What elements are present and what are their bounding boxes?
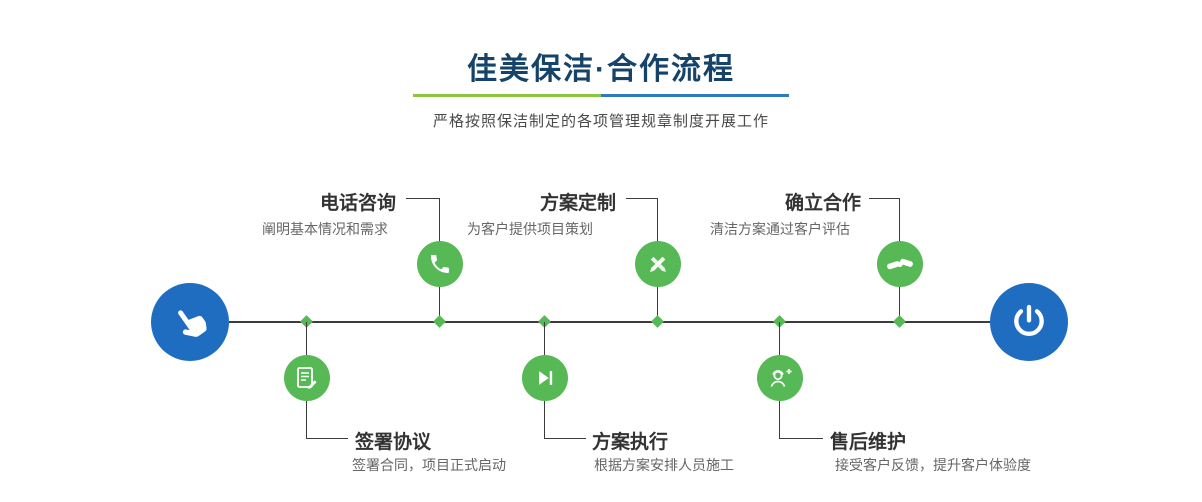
connector-line: [544, 401, 545, 438]
connector-line: [306, 401, 307, 438]
play-forward-icon: [539, 371, 553, 385]
power-icon: [1014, 304, 1044, 336]
step-title: 签署协议: [355, 432, 432, 453]
end-node: [990, 283, 1068, 361]
connector-line: [439, 198, 440, 241]
connector-line: [439, 287, 440, 321]
step-icon-circle: [877, 241, 923, 287]
connector-line: [779, 401, 780, 438]
timeline-diamond: [893, 315, 906, 328]
timeline-diamond: [651, 315, 664, 328]
customer-service-icon: [770, 369, 792, 387]
connector-line: [657, 287, 658, 321]
design-tools-icon: [650, 256, 666, 272]
connector-line: [779, 322, 780, 355]
connector-line: [899, 198, 900, 241]
connector-line: [899, 287, 900, 321]
step-desc: 签署合同，项目正式启动: [352, 457, 506, 473]
step-title: 方案定制: [540, 193, 617, 214]
page-subtitle: 严格按照保洁制定的各项管理规章制度开展工作: [432, 113, 769, 130]
step-title: 售后维护: [830, 432, 907, 453]
phone-icon: [430, 255, 449, 273]
step-icon-circle: [522, 355, 568, 401]
connector-line: [869, 198, 900, 199]
step-title: 方案执行: [592, 432, 669, 453]
timeline-diamond: [433, 315, 446, 328]
timeline-line: [229, 321, 990, 323]
divider-green-segment: [413, 94, 601, 97]
connector-line: [306, 322, 307, 355]
start-node: [151, 283, 229, 361]
connector-line: [626, 198, 658, 199]
divider-blue-segment: [601, 94, 789, 97]
step-title: 确立合作: [785, 193, 862, 214]
connector-line: [657, 198, 658, 241]
step-desc: 接受客户反馈，提升客户体验度: [835, 457, 1031, 473]
step-desc: 清洁方案通过客户评估: [710, 221, 850, 237]
connector-line: [544, 438, 586, 439]
step-desc: 为客户提供项目策划: [467, 221, 593, 237]
title-divider: [413, 94, 789, 97]
connector-line: [306, 438, 348, 439]
step-icon-circle: [635, 241, 681, 287]
step-icon-circle: [284, 355, 330, 401]
step-title: 电话咨询: [320, 193, 397, 214]
step-desc: 根据方案安排人员施工: [594, 457, 734, 473]
connector-line: [406, 198, 440, 199]
step-desc: 阐明基本情况和需求: [262, 221, 388, 237]
connector-line: [544, 322, 545, 355]
step-icon-circle: [757, 355, 803, 401]
step-icon-circle: [417, 241, 463, 287]
page-title: 佳美保洁·合作流程: [467, 53, 735, 86]
pointing-hand-icon: [178, 310, 207, 337]
handshake-icon: [887, 258, 913, 270]
connector-line: [779, 438, 823, 439]
contract-sign-icon: [297, 367, 317, 389]
